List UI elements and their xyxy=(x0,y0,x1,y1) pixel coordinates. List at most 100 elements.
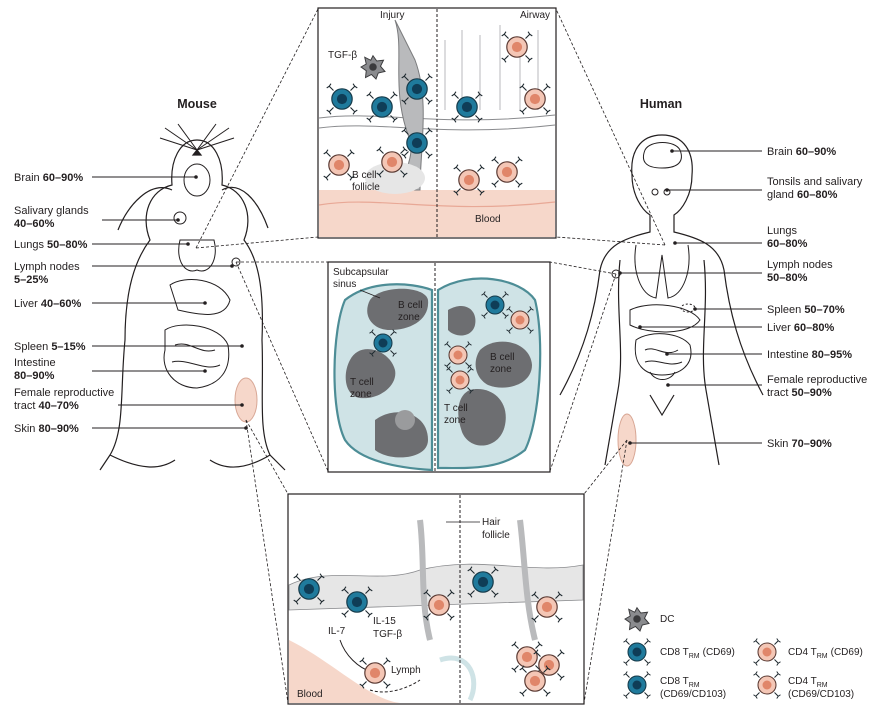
mouse-organ-skin: Skin 80–90% xyxy=(14,423,248,435)
legend-cd8-cd69-cd103-icon xyxy=(622,670,652,700)
mouse-brain xyxy=(183,163,211,197)
mouse-lymph-node xyxy=(231,257,241,267)
lymph-cd4-cell xyxy=(445,365,475,395)
airway-cilia xyxy=(444,25,539,110)
human-reproductive-tract xyxy=(649,371,676,380)
organ-label-name: Intestine xyxy=(14,357,56,369)
skin-cd8-cell xyxy=(293,573,325,605)
organ-label-name: Tonsils and salivary xyxy=(767,176,863,188)
organ-label-range: 50–80% xyxy=(47,239,88,251)
airway-cd4-cell xyxy=(501,31,533,63)
human-title: Human xyxy=(640,97,682,111)
human-intestine xyxy=(634,333,692,376)
b-cell-zone-label-2: zone xyxy=(398,312,420,323)
il7-label: IL-7 xyxy=(328,626,346,637)
subcapsular-label-2: sinus xyxy=(333,279,356,290)
skin-cd4-cell xyxy=(519,665,551,697)
t-cell-zone-mouse xyxy=(345,349,396,399)
legend-cd8-cd69-icon xyxy=(622,637,652,667)
organ-label-range: 5–15% xyxy=(51,341,85,353)
organ-label-name: Salivary glands xyxy=(14,205,89,217)
legend-cd4-cd69-label: CD4 TRM(CD69) xyxy=(788,647,863,660)
b-cell-follicle-label-2: follicle xyxy=(352,182,380,193)
human-organ-spleen: Spleen 50–70% xyxy=(693,304,845,316)
organ-label-range: 60–80% xyxy=(797,189,838,201)
mouse-salivary-gland xyxy=(173,211,187,225)
lymph-cd8-cell xyxy=(368,328,398,358)
organ-label-name: Liver 60–80% xyxy=(767,322,834,334)
b-cell-zone-human xyxy=(475,341,532,388)
skin-blood-label: Blood xyxy=(297,689,323,700)
organ-label-range: 50–90% xyxy=(791,387,832,399)
human-organs xyxy=(611,142,701,380)
skin-cd4-cell xyxy=(423,589,455,621)
skin-cd4-cell xyxy=(531,591,563,623)
human-organ-liver: Liver 60–80% xyxy=(638,322,834,334)
organ-label-name: Lungs xyxy=(767,225,797,237)
human-liver xyxy=(629,304,701,333)
mouse-organ-liver: Liver 40–60% xyxy=(14,298,207,310)
human-t-cell-zone-label-1: T cell xyxy=(444,403,468,414)
b-cell-follicle-area xyxy=(365,162,425,194)
airway-cd4-cell xyxy=(323,149,355,181)
organ-label-name: Skin 80–90% xyxy=(14,423,79,435)
organ-label-range: 80–95% xyxy=(812,349,853,361)
organ-label-range: 80–90% xyxy=(38,423,79,435)
organ-label-name-line2: gland 60–80% xyxy=(767,189,838,201)
airway-panel: Injury Airway TGF-β B cell follicle Bloo… xyxy=(317,7,557,239)
t-cell-zone-label-2: zone xyxy=(350,389,372,400)
organ-label-name: Brain 60–90% xyxy=(14,172,83,184)
organ-label-range: 50–80% xyxy=(767,272,808,284)
organ-label-range: 5–25% xyxy=(14,274,48,286)
legend-cd8-cd69-label: CD8 TRM(CD69) xyxy=(660,647,735,660)
human-body-outline xyxy=(559,134,764,466)
hair-follicle-mouse xyxy=(417,519,433,641)
legend-dc-icon xyxy=(624,607,650,632)
human-brain xyxy=(642,142,682,169)
legend-cd8-cd103-label: CD8 TRM xyxy=(660,676,700,689)
organ-label-name-line2: tract 40–70% xyxy=(14,400,79,412)
skin-tgfb-label: TGF-β xyxy=(373,629,402,640)
legend-cd8-cd103-marker: (CD69/CD103) xyxy=(660,689,726,700)
lymph-exit-arrow xyxy=(369,679,421,693)
organ-label-name: Lymph nodes xyxy=(767,259,833,271)
organ-label-range: 60–90% xyxy=(43,172,84,184)
connector-lines xyxy=(195,8,666,704)
b-cell-follicle-label-1: B cell xyxy=(352,170,376,181)
legend-dc-label: DC xyxy=(660,614,674,625)
organ-label-name-line2: tract 50–90% xyxy=(767,387,832,399)
organ-label-range: 40–60% xyxy=(14,218,55,230)
organ-label-range: 50–70% xyxy=(804,304,845,316)
mouse-organ-lungs: Lungs 50–80% xyxy=(14,239,190,251)
organ-label-name: Female reproductive xyxy=(14,387,114,399)
airway-cd8-cell xyxy=(401,127,433,159)
t-cell-zone-human xyxy=(458,389,506,446)
mouse-body-outline xyxy=(99,139,286,471)
legend: DC CD8 TRM(CD69) CD8 TRM (CD69/CD103) CD… xyxy=(622,607,863,700)
airway-tgfb-label: TGF-β xyxy=(328,50,357,61)
organ-label-range: 60–80% xyxy=(767,238,808,250)
organ-label-range: 60–80% xyxy=(794,322,835,334)
human-organ-brain: Brain 60–90% xyxy=(670,146,836,158)
organ-label-name: Skin 70–90% xyxy=(767,438,832,450)
skin-cd8-cell xyxy=(467,566,499,598)
airway-cd8-cell xyxy=(401,73,433,105)
b-cell-zone-mouse xyxy=(367,288,429,330)
organ-label-name: Lymph nodes xyxy=(14,261,80,273)
il15-label: IL-15 xyxy=(373,616,396,627)
mouse-organ-brain: Brain 60–90% xyxy=(14,172,198,184)
organ-label-range: 40–60% xyxy=(41,298,82,310)
mouse-title: Mouse xyxy=(177,97,217,111)
organ-label-name: Lungs 50–80% xyxy=(14,239,88,251)
mouse-whiskers xyxy=(159,123,235,151)
mouse-organs xyxy=(163,163,231,389)
legend-cd4-cd103-label: CD4 TRM xyxy=(788,676,828,689)
mouse-intestine xyxy=(163,324,230,389)
subcapsular-label-1: Subcapsular xyxy=(333,267,389,278)
